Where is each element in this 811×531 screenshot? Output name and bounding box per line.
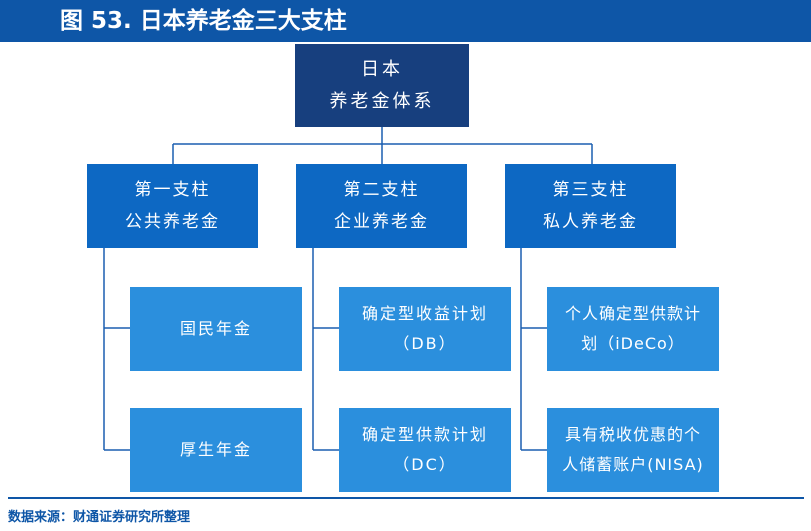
item-ideco: 个人确定型供款计 划（iDeCo）	[547, 287, 719, 371]
data-source-note: 数据来源：财通证券研究所整理	[8, 510, 191, 525]
item-defined-benefit-plan: 确定型收益计划 （DB）	[339, 287, 511, 371]
item-2-2-line1: 确定型供款计划	[361, 425, 488, 444]
footer-divider	[8, 497, 804, 499]
root-node-japan-pension-system: 日本 养老金体系	[295, 44, 469, 127]
root-node-line2: 养老金体系	[329, 90, 435, 112]
item-2-1-line1: 确定型收益计划	[361, 304, 488, 323]
item-2-1-line2: （DB）	[393, 334, 457, 353]
header-bar: 图 53. 日本养老金三大支柱	[0, 0, 811, 42]
figure-title: 图 53. 日本养老金三大支柱	[60, 8, 347, 34]
pillar-3-private-pension: 第三支柱 私人养老金	[505, 164, 676, 248]
pillar-1-public-pension: 第一支柱 公共养老金	[87, 164, 258, 248]
root-node-line1: 日本	[361, 58, 403, 80]
pillar-2-line2: 企业养老金	[334, 212, 429, 232]
item-national-pension: 国民年金	[130, 287, 302, 371]
item-employee-pension: 厚生年金	[130, 408, 302, 492]
pillar-1-line2: 公共养老金	[125, 212, 220, 232]
pillar-2-corporate-pension: 第二支柱 企业养老金	[296, 164, 467, 248]
item-defined-contribution-plan: 确定型供款计划 （DC）	[339, 408, 511, 492]
item-nisa: 具有税收优惠的个 人储蓄账户(NISA)	[547, 408, 719, 492]
pillar-3-line2: 私人养老金	[543, 212, 638, 232]
item-3-1-line2: 划（iDeCo）	[581, 334, 685, 353]
item-3-1-line1: 个人确定型供款计	[564, 304, 701, 323]
item-2-2-line2: （DC）	[393, 455, 457, 474]
pillar-2-line1: 第二支柱	[343, 180, 420, 200]
item-3-2-line1: 具有税收优惠的个	[564, 425, 701, 444]
item-1-1-line1: 国民年金	[179, 319, 252, 338]
item-1-2-line1: 厚生年金	[179, 440, 252, 459]
pillar-1-line1: 第一支柱	[134, 180, 211, 200]
pillar-3-line1: 第三支柱	[552, 180, 629, 200]
item-3-2-line2: 人储蓄账户(NISA)	[562, 455, 704, 474]
